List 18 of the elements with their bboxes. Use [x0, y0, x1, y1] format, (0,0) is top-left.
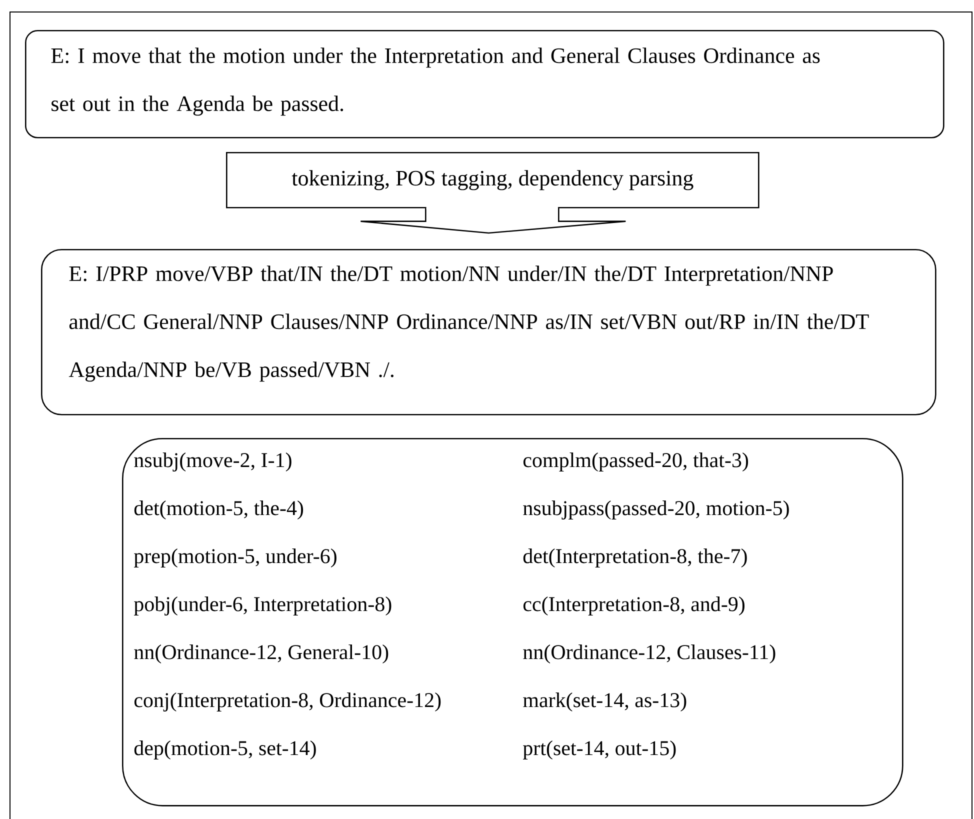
- dependency-relation: prt(set-14, out-15): [523, 740, 676, 760]
- dependency-relation: prep(motion-5, under-6): [134, 548, 336, 568]
- dependency-relation: nn(Ordinance-12, Clauses-11): [523, 644, 776, 664]
- dependency-relation: complm(passed-20, that-3): [523, 452, 748, 472]
- sentence-box: E: I move that the motion under the Interpretation and General Clauses Ordinance as set out in the Agenda be passed.: [25, 30, 944, 138]
- process-box: tokenizing, POS tagging, dependency parsing: [226, 152, 760, 208]
- dependency-relation: dep(motion-5, set-14): [134, 740, 316, 760]
- dependency-relation: nn(Ordinance-12, General-10): [134, 644, 388, 664]
- dependency-relation: mark(set-14, as-13): [523, 692, 686, 712]
- dependency-relation: conj(Interpretation-8, Ordinance-12): [134, 692, 441, 712]
- dependency-relation: nsubj(move-2, I-1): [134, 452, 292, 472]
- dependency-relation: det(motion-5, the-4): [134, 500, 304, 520]
- dependency-relation: nsubjpass(passed-20, motion-5): [523, 500, 789, 520]
- dependency-relation: det(Interpretation-8, the-7): [523, 548, 747, 568]
- dependency-relation: pobj(under-6, Interpretation-8): [134, 596, 392, 616]
- arrow: [360, 206, 626, 234]
- tagged-sentence-box: E: I/PRP move/VBP that/IN the/DT motion/NN under/IN the/DT Interpretation/NNP and/CC General/NNP Clauses/NNP Ordinance/NNP as/IN set/VBN out/RP in/IN the/DT Agenda/NNP be/VB passed/VBN ./.: [41, 249, 936, 416]
- dependency-relation: cc(Interpretation-8, and-9): [523, 596, 744, 616]
